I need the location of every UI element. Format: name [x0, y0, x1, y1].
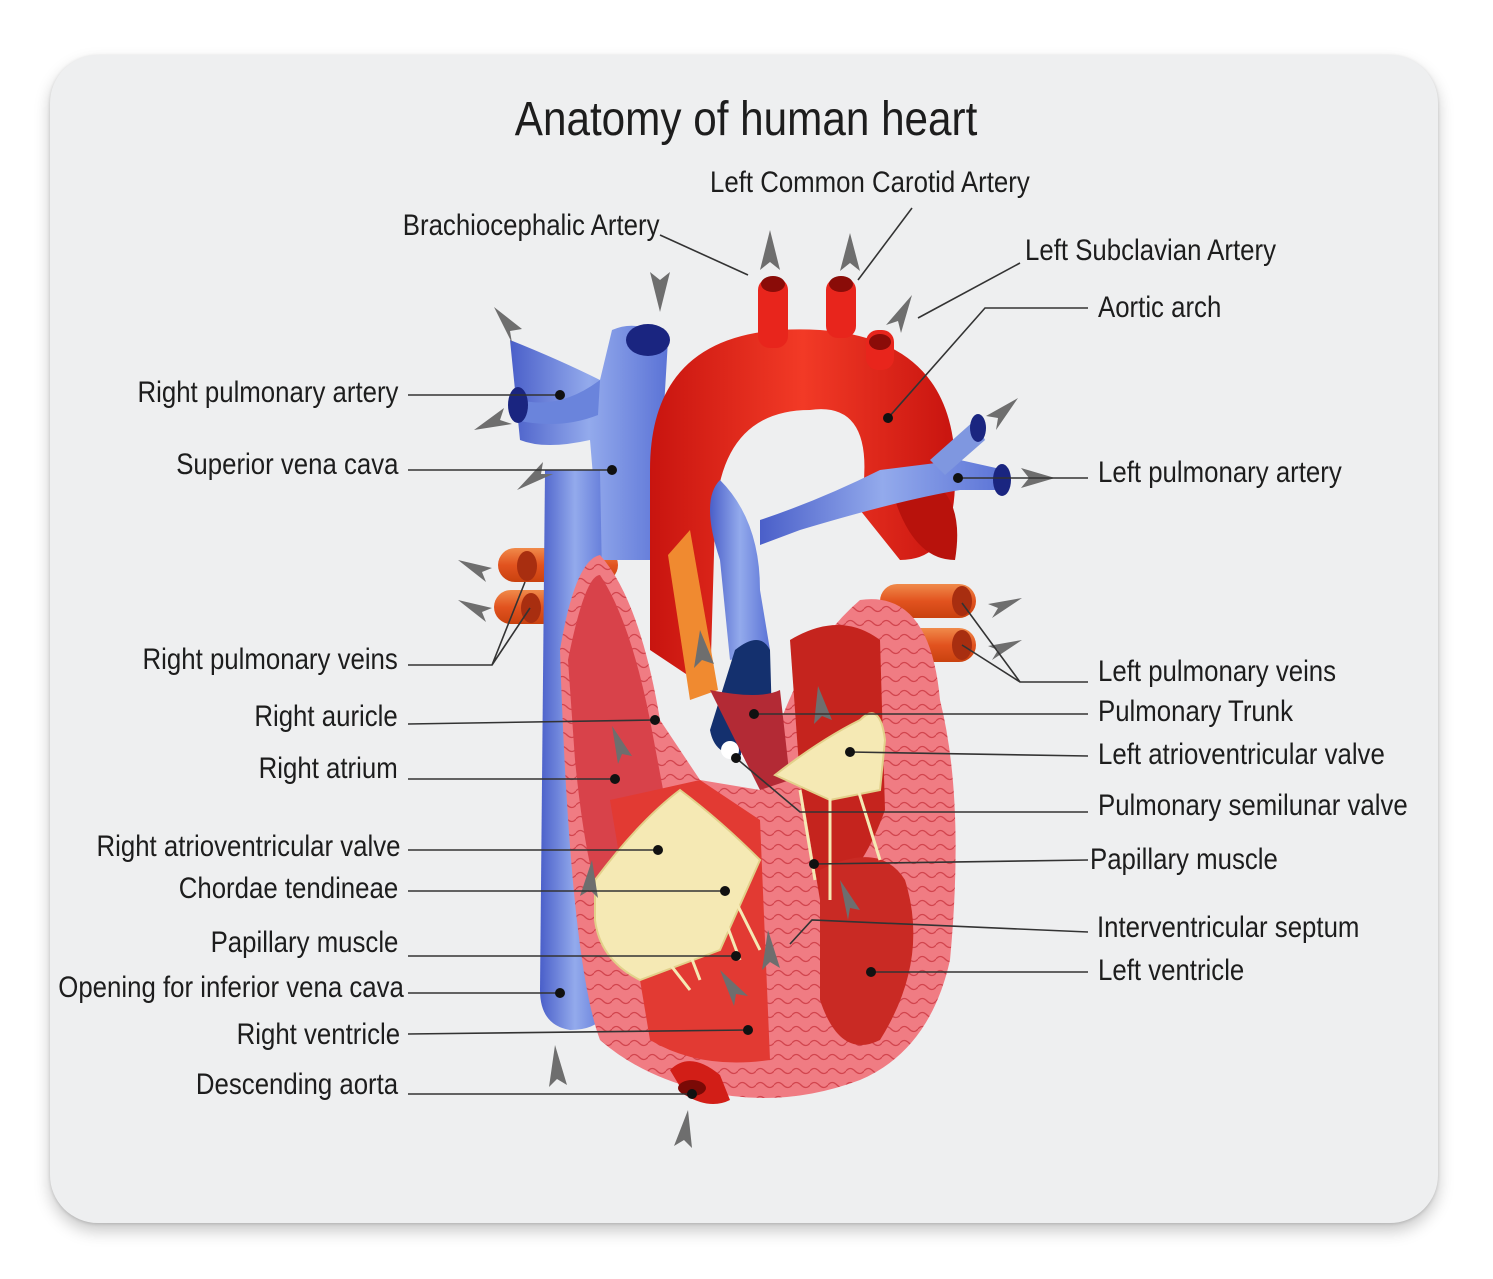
leader-dots	[555, 390, 963, 1099]
diagram-title: Anatomy of human heart	[514, 93, 978, 146]
label-papillary-muscle-right: Papillary muscle	[210, 926, 398, 959]
label-opening-inferior-vena-cava: Opening for inferior vena cava	[58, 971, 404, 1004]
leader-lines	[407, 207, 1089, 1095]
label-interventricular-septum: Interventricular septum	[1097, 911, 1360, 944]
label-left-pulmonary-veins: Left pulmonary veins	[1098, 655, 1337, 688]
label-superior-vena-cava: Superior vena cava	[175, 448, 398, 481]
label-left-subclavian-artery: Left Subclavian Artery	[1025, 234, 1276, 267]
aorta	[650, 276, 958, 700]
label-left-atrioventricular-valve: Left atrioventricular valve	[1098, 738, 1385, 771]
label-right-pulmonary-artery: Right pulmonary artery	[137, 376, 398, 409]
label-brachiocephalic-artery: Brachiocephalic Artery	[402, 209, 659, 242]
label-right-pulmonary-veins: Right pulmonary veins	[142, 643, 398, 676]
label-left-common-carotid-artery: Left Common Carotid Artery	[710, 166, 1030, 199]
label-right-atrium: Right atrium	[258, 752, 398, 785]
right-atrioventricular-valve	[594, 788, 762, 991]
label-left-pulmonary-artery: Left pulmonary artery	[1098, 456, 1342, 489]
label-aortic-arch: Aortic arch	[1098, 291, 1222, 324]
label-right-auricle: Right auricle	[254, 700, 398, 733]
label-right-ventricle: Right ventricle	[236, 1018, 400, 1051]
label-papillary-muscle-left: Papillary muscle	[1090, 843, 1278, 876]
label-right-atrioventricular-valve: Right atrioventricular valve	[96, 830, 400, 863]
label-pulmonary-trunk: Pulmonary Trunk	[1098, 695, 1294, 728]
label-left-ventricle: Left ventricle	[1098, 954, 1245, 987]
label-pulmonary-semilunar-valve: Pulmonary semilunar valve	[1098, 789, 1408, 822]
label-chordae-tendineae: Chordae tendineae	[178, 872, 398, 905]
label-descending-aorta: Descending aorta	[195, 1068, 398, 1101]
